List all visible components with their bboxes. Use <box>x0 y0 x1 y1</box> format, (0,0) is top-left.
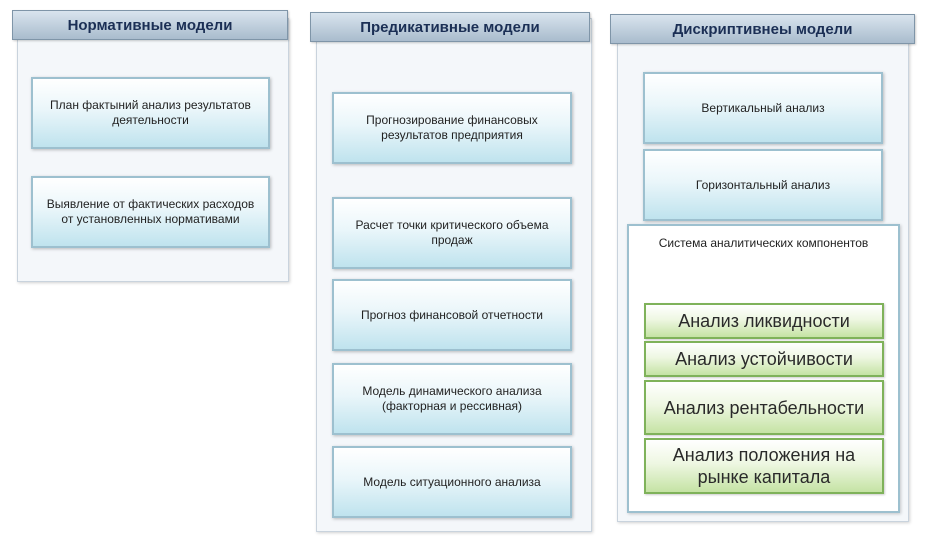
descriptive-models-header: Дискриптивнеы модели <box>610 14 915 44</box>
profitability-analysis-box: Анализ рентабельности <box>644 380 884 435</box>
capital-market-position-box: Анализ положения на рынке капитала <box>644 438 884 494</box>
predictive-models-header: Предикативные модели <box>310 12 590 42</box>
vertical-analysis-box: Вертикальный анализ <box>643 72 883 144</box>
breakeven-point-box: Расчет точки критического объема продаж <box>332 197 572 269</box>
liquidity-analysis-box: Анализ ликвидности <box>644 303 884 339</box>
cost-deviation-box: Выявление от фактических расходов от уст… <box>31 176 270 248</box>
situational-analysis-model-box: Модель ситуационного анализа <box>332 446 572 518</box>
plan-fact-analysis-box: План фактыний анализ результатов деятель… <box>31 77 270 149</box>
normative-models-header: Нормативные модели <box>12 10 288 40</box>
financial-statements-forecast-box: Прогноз финансовой отчетности <box>332 279 572 351</box>
analytical-components-title: Система аналитических компонентов <box>658 236 869 250</box>
horizontal-analysis-box: Горизонтальный анализ <box>643 149 883 221</box>
dynamic-analysis-model-box: Модель динамического анализа (факторная … <box>332 363 572 435</box>
stability-analysis-box: Анализ устойчивости <box>644 341 884 377</box>
financial-results-forecast-box: Прогнозирование финансовых результатов п… <box>332 92 572 164</box>
